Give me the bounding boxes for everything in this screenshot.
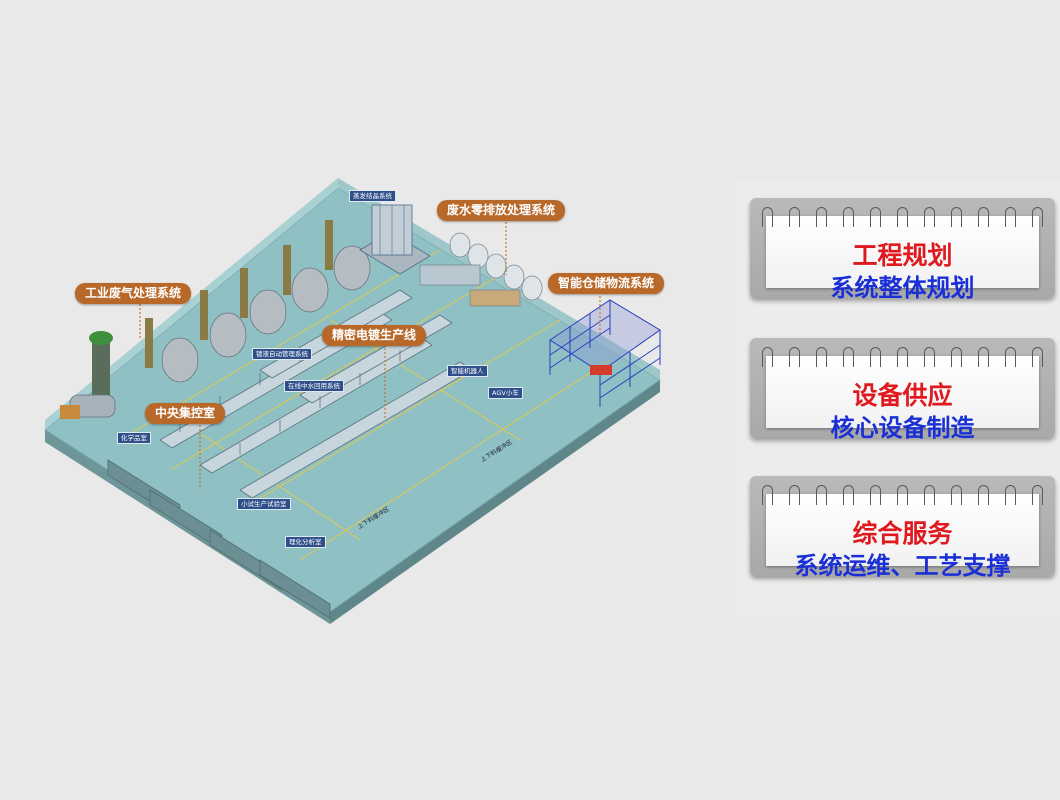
label-analysis-lab: 理化分析室 xyxy=(285,536,326,548)
card-title: 综合服务 xyxy=(852,519,953,548)
label-smart-robot: 智能机器人 xyxy=(447,365,488,377)
label-chemical-room: 化学品室 xyxy=(117,432,151,444)
card-subtitle: 系统整体规划 xyxy=(830,274,975,302)
callout-exhaust-gas-system: 工业废气处理系统 xyxy=(75,283,192,304)
label-pilot-lab: 小试生产试验室 xyxy=(237,498,291,510)
services-panel: 工程规划 系统整体规划 设备供应 核心设备制造 综合服务 系统运维、工艺支撑 xyxy=(736,180,1060,617)
callout-wastewater-zero-discharge: 废水零排放处理系统 xyxy=(437,200,566,221)
label-agv-cart: AGV小车 xyxy=(488,387,523,399)
label-online-water-reuse: 在线中水回用系统 xyxy=(284,380,344,392)
callout-smart-warehouse: 智能仓储物流系统 xyxy=(548,273,665,294)
spiral-binding xyxy=(762,347,1043,369)
card-subtitle: 系统运维、工艺支撑 xyxy=(794,552,1011,580)
callout-plating-line: 精密电镀生产线 xyxy=(322,325,427,346)
callout-central-control-room: 中央集控室 xyxy=(145,403,226,424)
card-paper: 工程规划 系统整体规划 xyxy=(766,216,1039,302)
card-paper: 综合服务 系统运维、工艺支撑 xyxy=(766,494,1039,580)
card-equipment-supply: 设备供应 核心设备制造 xyxy=(750,338,1055,442)
front-labs xyxy=(107,459,331,619)
card-engineering-planning: 工程规划 系统整体规划 xyxy=(750,198,1055,302)
warehouse-racks xyxy=(549,299,661,407)
exhaust-towers xyxy=(145,220,371,383)
card-integrated-services: 综合服务 系统运维、工艺支撑 xyxy=(750,476,1055,580)
back-wall-right xyxy=(338,178,660,380)
spiral-binding xyxy=(762,485,1043,507)
wastewater-tanks xyxy=(419,232,543,307)
card-title: 工程规划 xyxy=(852,241,953,270)
card-subtitle: 核心设备制造 xyxy=(830,414,975,442)
label-plating-auto-management: 镀液自动管理系统 xyxy=(252,348,312,360)
evaporation-unit xyxy=(359,204,431,275)
floor-slab-side-right xyxy=(330,380,660,624)
card-title: 设备供应 xyxy=(852,381,953,410)
card-paper: 设备供应 核心设备制造 xyxy=(766,356,1039,442)
back-wall-left xyxy=(45,178,338,430)
spiral-binding xyxy=(762,207,1043,229)
gas-treatment-unit xyxy=(60,331,116,419)
label-evaporation-system: 蒸发结晶系统 xyxy=(349,190,396,202)
